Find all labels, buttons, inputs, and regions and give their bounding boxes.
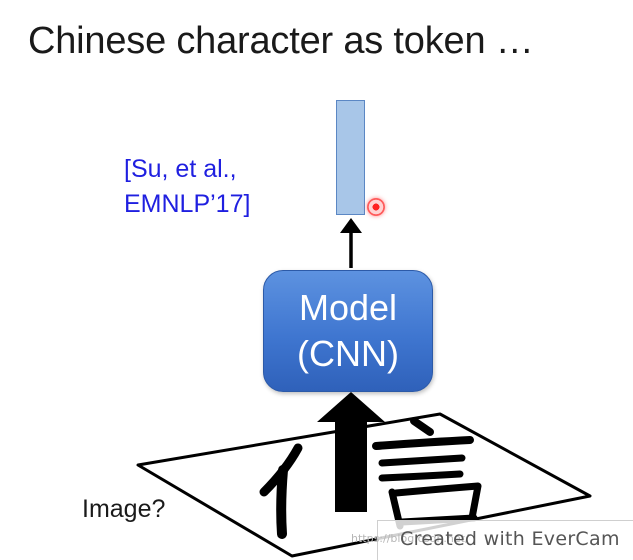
input-arrow-icon: [317, 392, 385, 512]
slide-title: Chinese character as token …: [28, 20, 534, 62]
laser-pointer-icon: [367, 198, 385, 216]
output-arrow-icon: [340, 218, 362, 268]
image-label: Image?: [82, 495, 166, 523]
citation-line-2: EMNLP’17]: [124, 190, 251, 218]
watermark-url: https://blog.csdn.net/: [351, 532, 469, 545]
model-type-label: (CNN): [297, 333, 399, 374]
model-box: Model (CNN): [263, 270, 433, 392]
model-label: Model: [298, 287, 398, 328]
watermark-text: Created with EverCam: [400, 528, 620, 550]
citation: [Su, et al., EMNLP’17]: [124, 152, 324, 222]
embedding-vector: [336, 100, 365, 215]
watermark-box: [377, 520, 633, 560]
citation-line-1: [Su, et al.,: [124, 155, 237, 183]
